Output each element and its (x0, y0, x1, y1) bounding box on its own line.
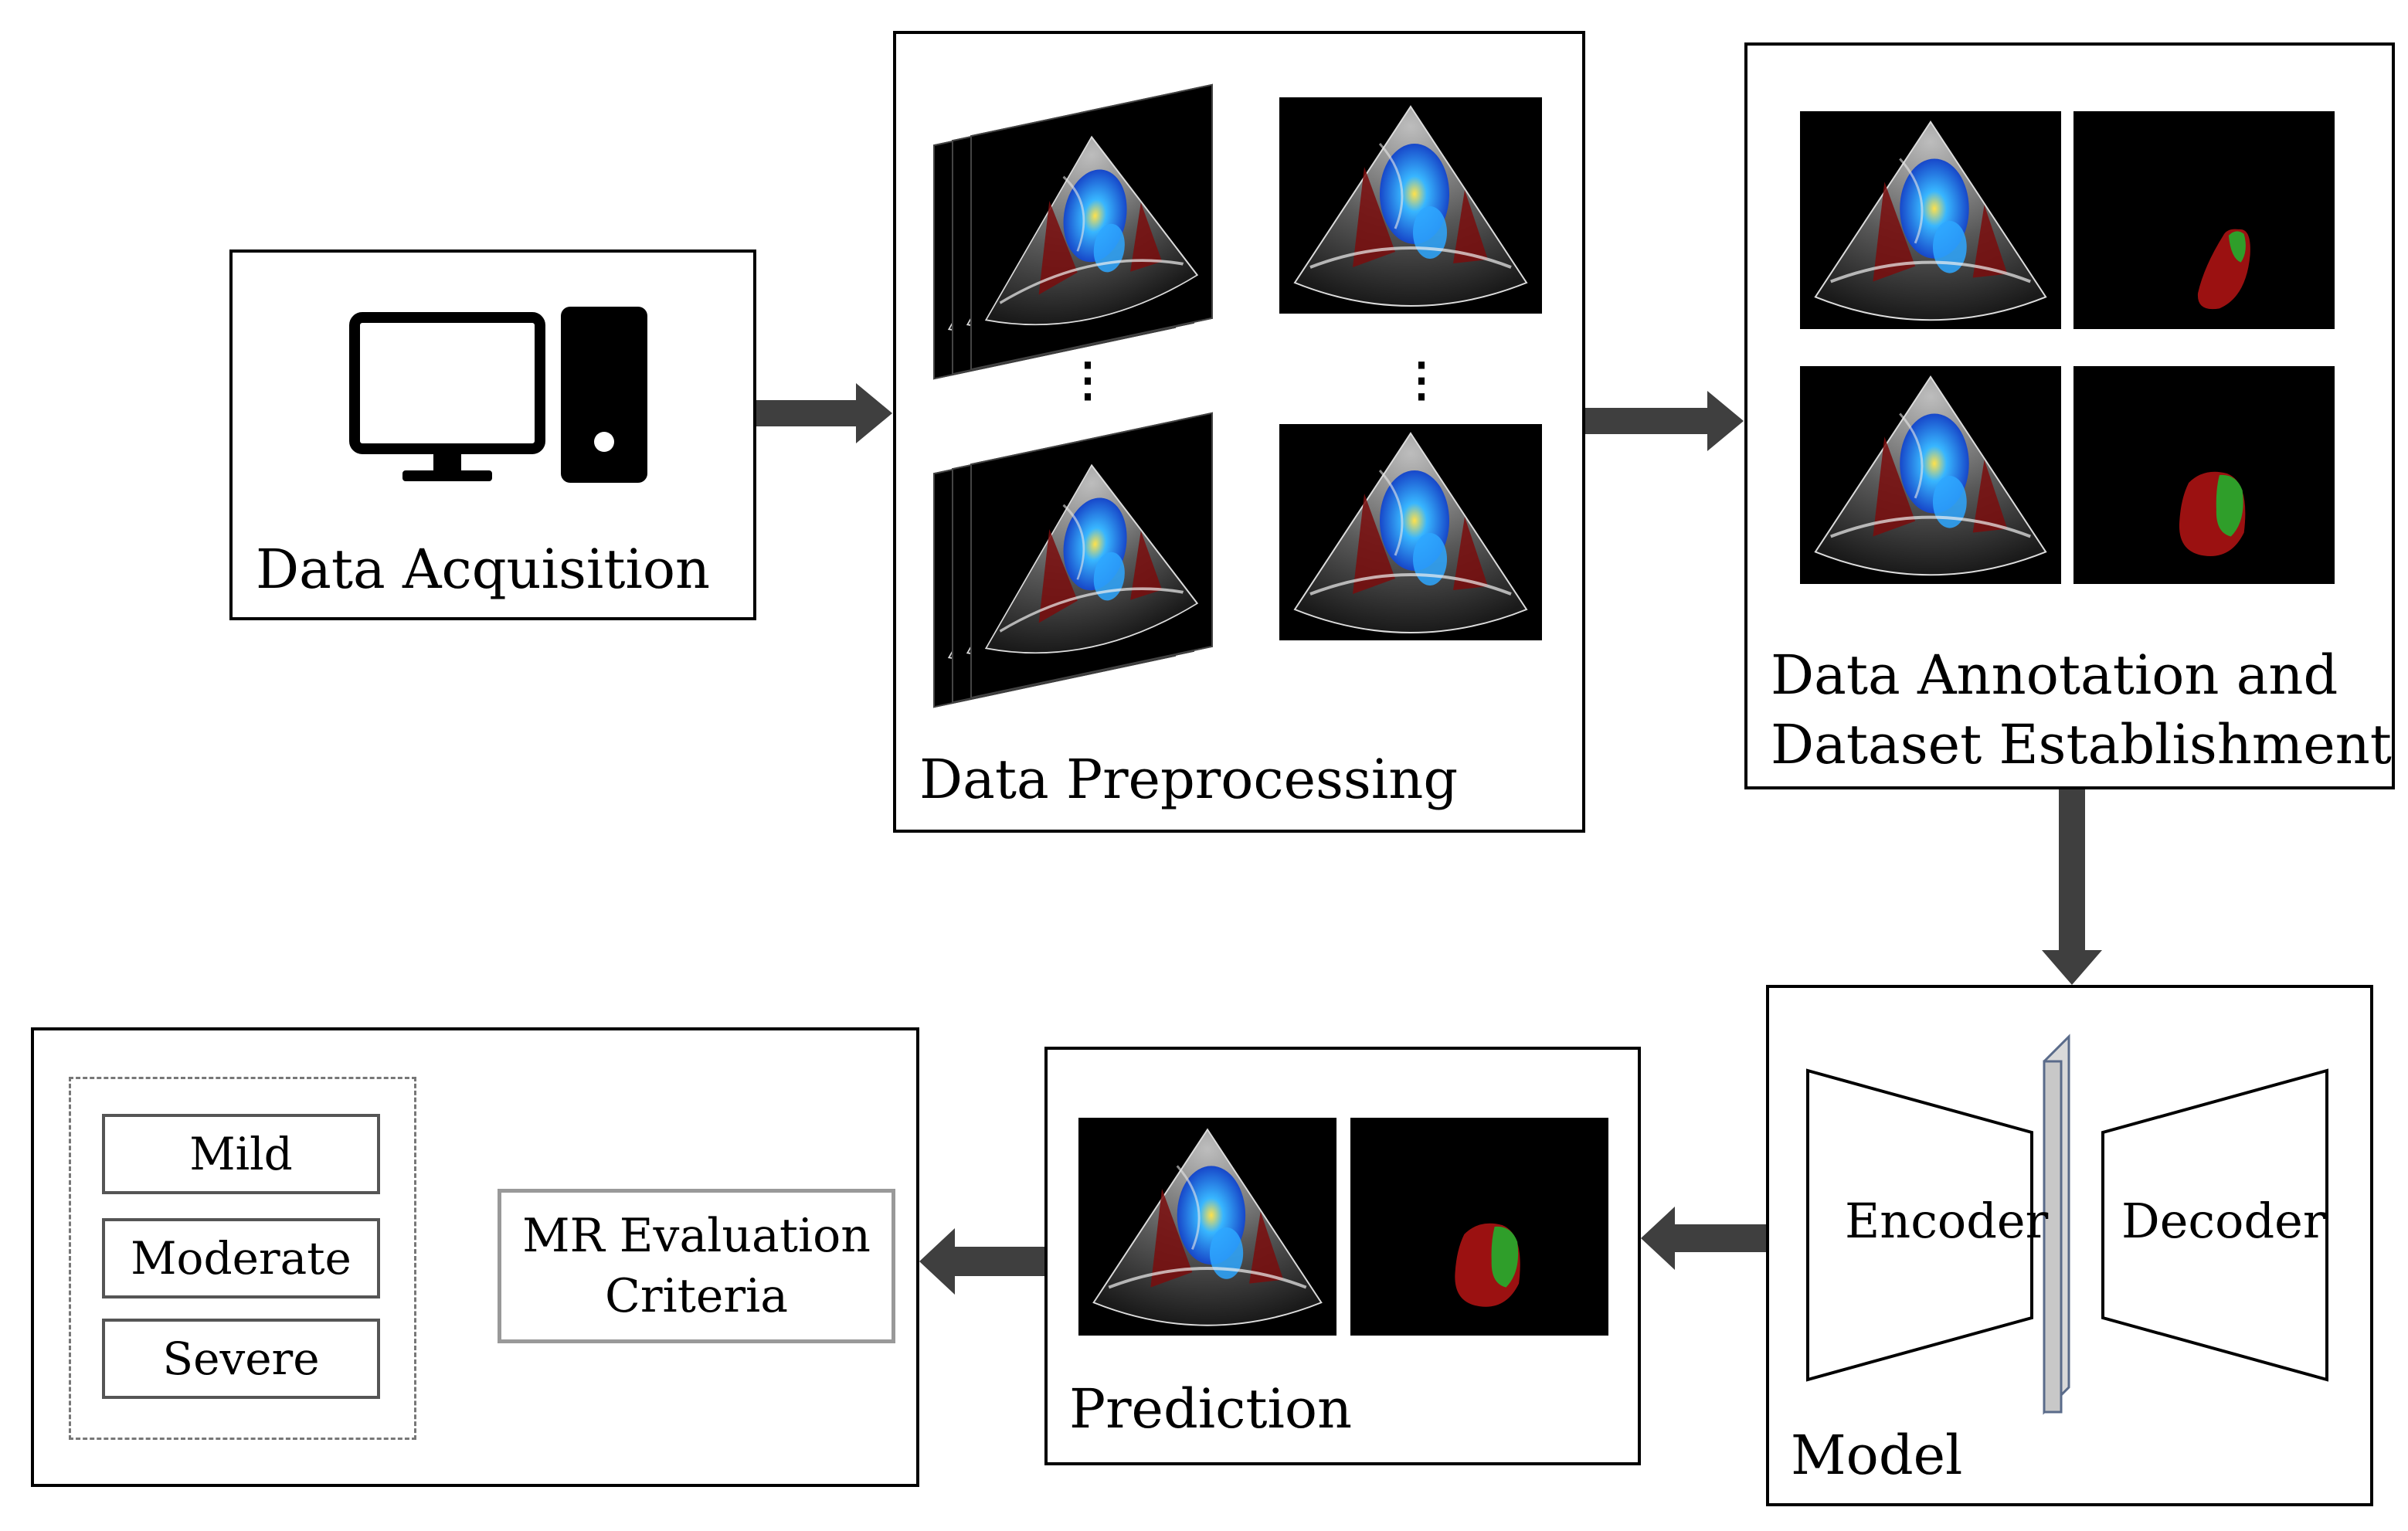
grade-mild: Mild (102, 1114, 380, 1194)
decoder-shape (2101, 1068, 2328, 1382)
echo-prediction (1078, 1118, 1336, 1336)
ellipsis-right: ⋮ (1398, 353, 1445, 407)
arrow-annotation-to-model (2042, 789, 2102, 985)
grade-moderate: Moderate (102, 1218, 380, 1298)
stage-model: Encoder Decoder Model (1766, 985, 2373, 1506)
mask-prediction (1350, 1118, 1608, 1336)
stage-data-acquisition: Data Acquisition (229, 250, 756, 620)
mask-annotation-bottom (2073, 366, 2335, 584)
stage-label-line1: Data Annotation and (1771, 643, 2338, 707)
echo-annotation-top (1800, 111, 2061, 329)
stage-label: Data Preprocessing (919, 748, 1459, 811)
grade-severe: Severe (102, 1319, 380, 1399)
stage-prediction: Prediction (1044, 1047, 1641, 1465)
arrow-model-to-prediction (1641, 1207, 1767, 1270)
echo-stack-top-front (970, 83, 1213, 371)
stage-label: Prediction (1069, 1377, 1353, 1441)
decoder-label: Decoder (2121, 1193, 2326, 1249)
echo-processed-bottom (1279, 424, 1542, 640)
criteria-line1: MR Evaluation (522, 1209, 871, 1263)
desktop-computer-icon (349, 307, 647, 483)
arrow-prediction-to-evaluation (919, 1228, 1045, 1295)
stage-label-line2: Dataset Establishment (1771, 713, 2392, 776)
grade-group: Mild Moderate Severe (69, 1077, 416, 1440)
arrow-preprocessing-to-annotation (1585, 391, 1744, 451)
ellipsis-left: ⋮ (1065, 353, 1111, 407)
echo-stack-bottom-front (970, 412, 1213, 699)
stage-label: Data Acquisition (256, 538, 711, 601)
encoder-label: Encoder (1845, 1193, 2049, 1249)
stage-data-preprocessing: ⋮ ⋮ Data Preprocessing (893, 31, 1585, 833)
stage-data-annotation: Data Annotation and Dataset Establishmen… (1744, 42, 2395, 789)
echo-annotation-bottom (1800, 366, 2061, 584)
mask-annotation-top (2073, 111, 2335, 329)
mr-evaluation-criteria: MR Evaluation Criteria (498, 1189, 895, 1343)
bottleneck-layer (2043, 1060, 2063, 1414)
arrow-acquisition-to-preprocessing (756, 383, 892, 443)
encoder-decoder-diagram (1806, 1034, 2328, 1415)
echo-processed-top (1279, 97, 1542, 314)
criteria-line2: Criteria (604, 1269, 789, 1323)
stage-label: Model (1791, 1424, 1963, 1487)
encoder-shape (1806, 1068, 2033, 1382)
stage-mr-evaluation: Mild Moderate Severe MR Evaluation Crite… (31, 1027, 919, 1487)
